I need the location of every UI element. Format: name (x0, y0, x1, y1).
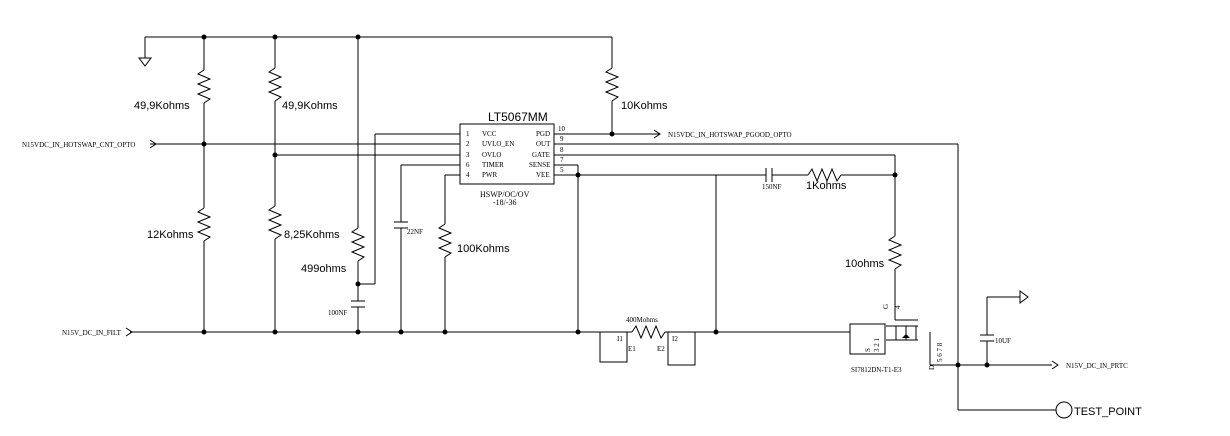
pin-3-num: 3 (466, 151, 470, 159)
mosfet-pin-d: D (928, 365, 936, 370)
arrow-prtc (1051, 360, 1059, 370)
pin-8-num: 8 (560, 146, 564, 154)
resistor-r1-branch (196, 37, 212, 332)
c3-label: 150NF (762, 183, 782, 191)
net-in-cnt: N15VDC_IN_HOTSWAP_CNT_OPTO (22, 141, 135, 149)
sense-i2: I2 (672, 335, 678, 343)
pin-2-num: 2 (466, 140, 470, 148)
net-pgood: N15VDC_IN_HOTSWAP_PGOOD_OPTO (668, 131, 792, 139)
r1-label: 49,9Kohms (134, 100, 190, 112)
sense-e1: E1 (628, 345, 636, 353)
rsense-label: 400Mohms (626, 316, 658, 324)
r2-label: 49,9Kohms (282, 100, 338, 112)
mosfet-symbol (849, 300, 1052, 366)
resistor-r6-branch (350, 37, 460, 332)
pin-8-name: GATE (532, 151, 550, 159)
r3-label: 10Kohms (621, 100, 668, 112)
mosfet-pin-s: S (864, 348, 872, 352)
r5-label: 8,25Kohms (284, 229, 340, 241)
sense-box-1 (599, 331, 628, 363)
pin-10-name: PGD (536, 130, 550, 138)
r9-label: 10ohms (845, 258, 885, 270)
pin-7-num: 7 (560, 156, 564, 164)
pin-5-num: 5 (560, 166, 564, 174)
arrow-in-cnt (149, 139, 157, 149)
r7-label: 100Kohms (457, 243, 510, 255)
test-point-circle (1055, 401, 1073, 419)
c4-label: 10UF (995, 337, 1011, 345)
pin-1-num: 1 (466, 130, 470, 138)
sense-box-2 (667, 331, 696, 366)
pin-3-name: OVLO (482, 151, 501, 159)
pin-4-name: PWR (482, 171, 498, 179)
ground-symbol-left (138, 37, 152, 67)
chip-name: LT5067MM (488, 110, 548, 124)
cap-22nf-branch (394, 164, 460, 332)
pin-9-name: OUT (536, 140, 551, 148)
pin-10-num: 10 (558, 125, 566, 133)
arrow-filt (125, 327, 133, 337)
mosfet-part: SI7812DN-T1-E3 (851, 366, 902, 374)
pin-7-name: SENSE (529, 161, 550, 169)
mosfet-pin-g: G (882, 304, 890, 309)
pin-1-name: VCC (482, 130, 497, 138)
mosfet-pins-d: 5 6 7 8 (936, 342, 944, 362)
sense-e2: E2 (657, 345, 665, 353)
arrow-pgood (653, 129, 661, 139)
mosfet-pins-s: 3 2 1 (873, 338, 881, 353)
chip-subtitle-2: -18/-36 (493, 198, 517, 207)
mosfet-pin-g-num: 4 (894, 305, 902, 309)
pin-2-name: UVLO_EN (482, 140, 514, 148)
resistor-r2-branch (267, 37, 283, 332)
pin-6-num: 6 (466, 161, 470, 169)
junction-dots (201, 34, 990, 368)
test-point-label: TEST_POINT (1074, 406, 1142, 418)
r4-label: 12Kohms (147, 229, 194, 241)
sense-i1: I1 (617, 335, 623, 343)
pin-5-name: VEE (536, 171, 550, 179)
r6-label: 499ohms (301, 263, 347, 275)
pin-4-num: 4 (466, 171, 470, 179)
net-prtc: N15V_DC_IN_PRTC (1066, 362, 1128, 370)
cap-10uf-branch (980, 290, 1029, 365)
pin-9-num: 9 (560, 135, 564, 143)
c1-label: 100NF (328, 309, 348, 317)
r8-label: 1Kohms (806, 180, 847, 192)
c2-label: 22NF (407, 228, 423, 236)
resistor-r7-branch (437, 174, 460, 332)
chip-subtitle-1: HSWP/OC/OV (480, 190, 530, 199)
net-filt: N15V_DC_IN_FILT (62, 329, 122, 337)
lt5067-chip (459, 123, 555, 185)
pin-6-name: TIMER (482, 161, 504, 169)
